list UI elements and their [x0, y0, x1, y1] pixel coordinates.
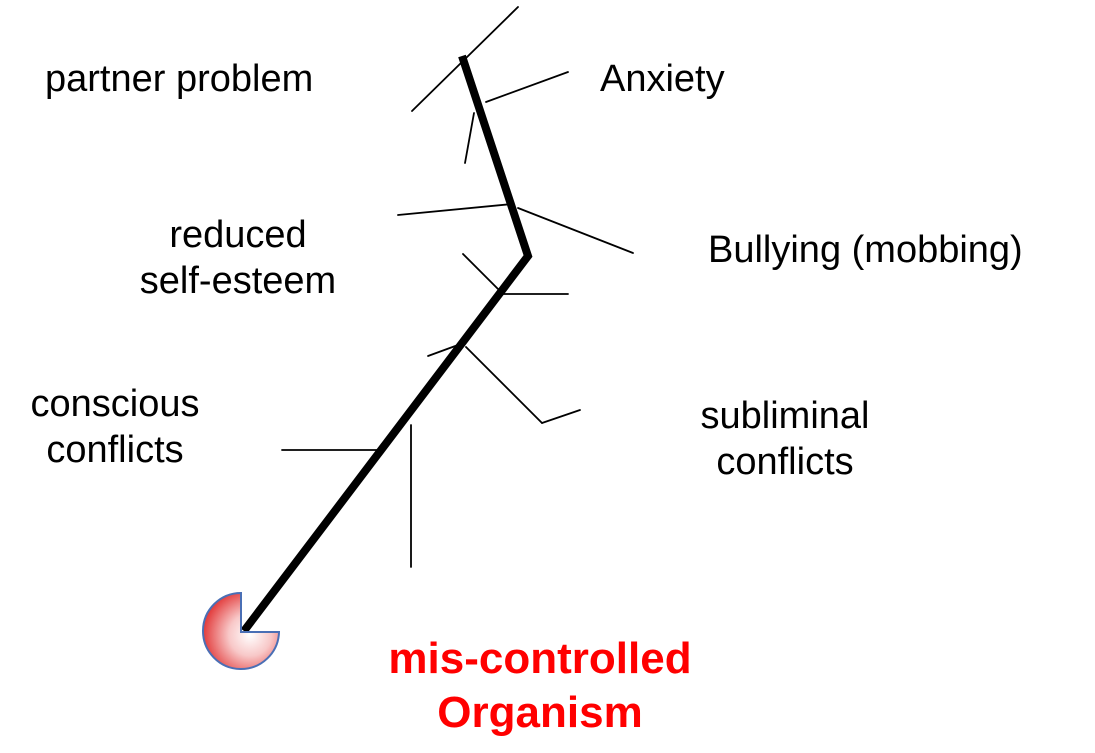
branch-self-esteem-diagonal	[462, 253, 501, 292]
label-conscious-line2: conflicts	[46, 429, 184, 471]
label-conscious-line1: conscious	[30, 383, 200, 425]
label-subliminal-line2: conflicts	[716, 441, 854, 483]
organism-title: mis-controlled Organism	[330, 632, 750, 740]
label-conscious-conflicts: conscious conflicts	[10, 381, 220, 473]
branch-lines	[281, 6, 634, 568]
main-trunk	[240, 54, 533, 634]
branch-small-tick	[427, 344, 459, 357]
label-reduced-line2: self-esteem	[139, 260, 337, 302]
branch-subliminal-end	[541, 409, 581, 424]
label-subliminal-line1: subliminal	[700, 395, 870, 437]
label-reduced-self-esteem: reduced self-esteem	[138, 212, 338, 304]
label-partner-problem: partner problem	[45, 58, 314, 100]
branch-anxiety-tick	[464, 112, 475, 164]
branch-reduced-self-esteem	[397, 203, 513, 216]
organism-pacman-icon	[202, 591, 281, 670]
organism-title-line2: Organism	[437, 688, 643, 737]
organism-title-line1: mis-controlled	[388, 634, 692, 683]
label-bullying: Bullying (mobbing)	[708, 229, 1023, 271]
label-subliminal-conflicts: subliminal conflicts	[670, 393, 900, 485]
label-reduced-line1: reduced	[169, 214, 307, 256]
branch-anxiety	[485, 71, 569, 103]
label-anxiety: Anxiety	[600, 58, 725, 100]
branch-bullying	[517, 207, 634, 254]
branch-subliminal-diagonal	[465, 346, 543, 424]
